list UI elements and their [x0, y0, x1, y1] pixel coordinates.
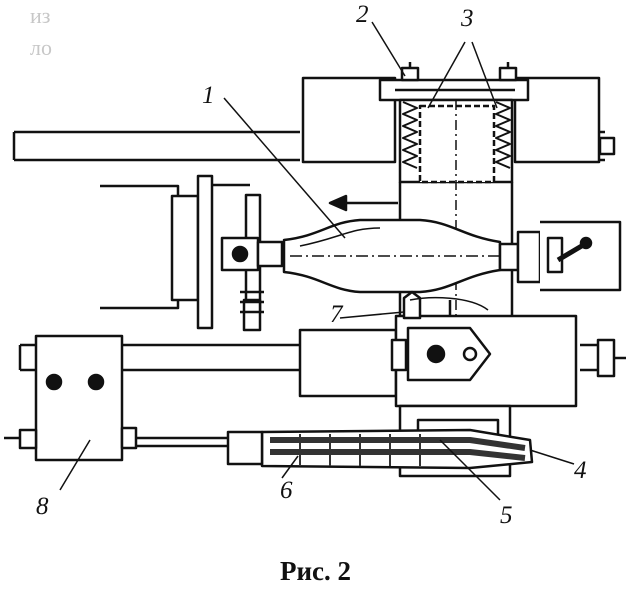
callout-4: 4 [574, 457, 587, 484]
spring-right [495, 101, 511, 169]
tailstock [516, 220, 622, 292]
callout-7: 7 [330, 301, 344, 328]
top-slide-block [301, 76, 601, 184]
callout-2: 2 [356, 1, 369, 28]
bleed-through-text: из ло [30, 0, 630, 64]
leader-lines [59, 21, 575, 501]
driving-chuck [220, 236, 284, 332]
adjusting-screw-left [400, 62, 420, 82]
callout-1: 1 [202, 82, 215, 109]
feed-direction-arrow [328, 194, 398, 212]
callout-8: 8 [36, 493, 49, 520]
bleed-through-line-1: из [30, 3, 51, 28]
cutter-carriage [298, 300, 578, 408]
figure-caption: Рис. 2 [279, 556, 352, 586]
workpiece [282, 218, 520, 294]
callout-6: 6 [280, 477, 293, 504]
callout-3: 3 [460, 5, 474, 32]
adjusting-screw-right [498, 62, 518, 82]
bleed-through-line-2: ло [30, 35, 52, 60]
callout-5: 5 [500, 502, 513, 529]
cutting-tool [402, 290, 489, 320]
rear-support-block [4, 334, 228, 462]
copy-template [226, 428, 534, 470]
spring-left [402, 101, 418, 169]
